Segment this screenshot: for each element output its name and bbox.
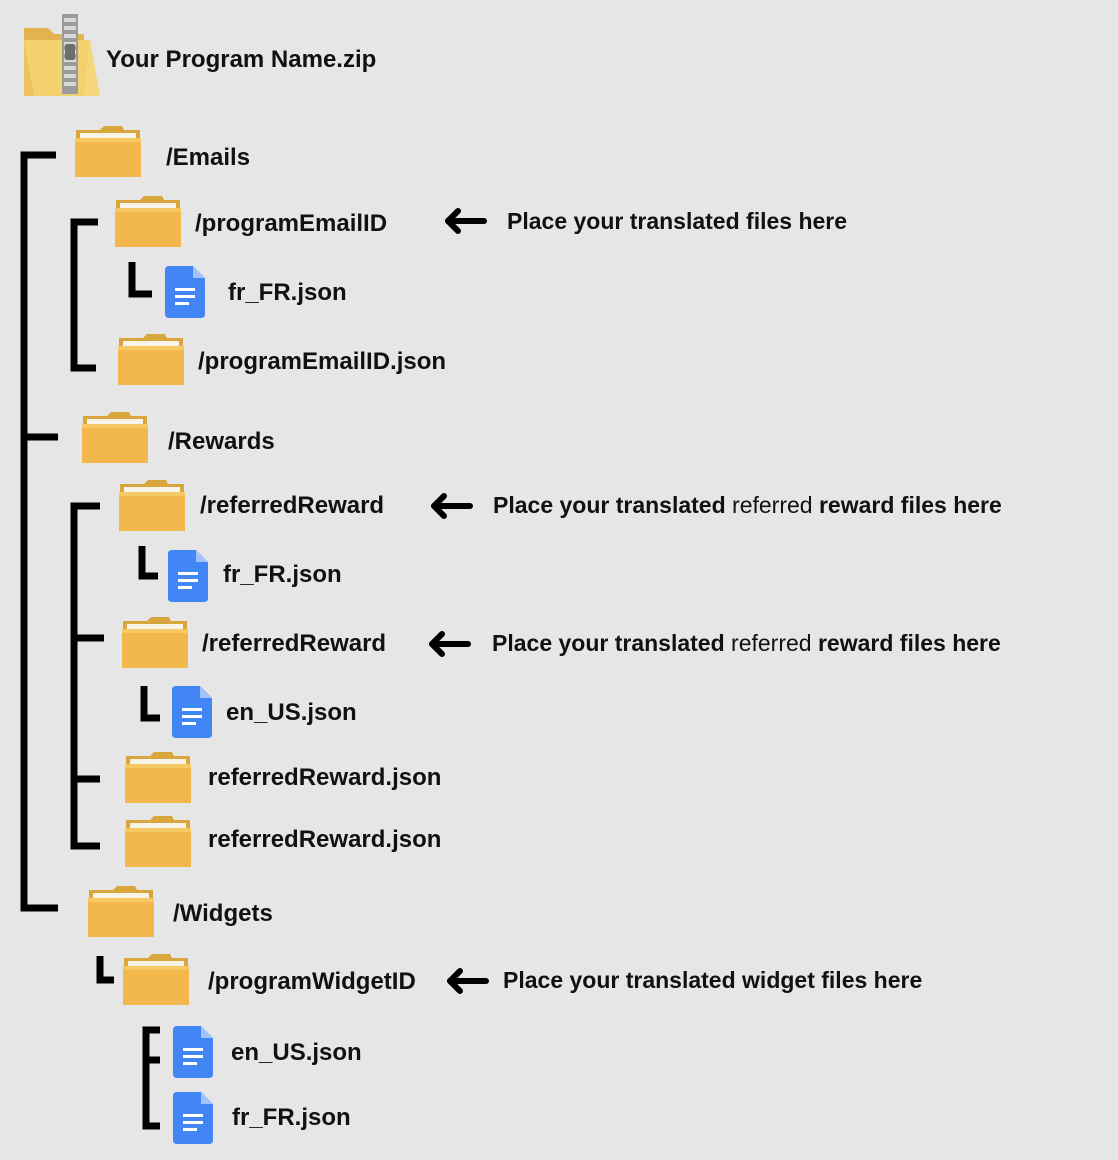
file-label-reward1-fr: fr_FR.json [223,561,342,588]
document-icon [173,1092,213,1144]
folder-icon [74,124,142,178]
folder-icon [122,952,190,1006]
note-emails: Place your translated files here [507,208,848,234]
file-label-email-fr: fr_FR.json [228,279,347,306]
arrow-left-icon [428,493,474,519]
folder-label-referred-reward-json-2: referredReward.json [208,826,442,853]
file-label-widget-fr: fr_FR.json [232,1104,351,1131]
document-icon [168,550,208,602]
file-label-widget-en: en_US.json [231,1039,362,1066]
folder-icon [118,478,186,532]
folder-icon [114,194,182,248]
note-referred-reward-1: Place your translated referred reward fi… [493,494,1002,517]
document-icon [165,266,205,318]
folder-label-program-widget-id: /programWidgetID [208,968,416,995]
folder-label-program-email-id-json: /programEmailID.json [198,348,447,375]
zip-folder-icon [20,10,104,105]
zip-name: Your Program Name.zip [106,46,377,73]
folder-icon [124,814,192,868]
folder-label-referred-reward-1: /referredReward [200,492,385,519]
note-mid: referred [732,492,813,518]
arrow-left-icon [442,208,488,234]
note-prefix: Place your translated [492,630,732,656]
folder-label-widgets: /Widgets [173,900,273,927]
arrow-left-icon [444,968,490,994]
folder-icon [81,410,149,464]
folder-label-referred-reward-json-1: referredReward.json [208,764,442,791]
note-prefix: Place your translated [493,492,733,518]
folder-icon [117,332,185,386]
folder-label-program-email-id: /programEmailID [195,210,388,237]
note-mid: referred [731,630,812,656]
note-suffix: reward files here [811,630,1001,656]
note-suffix: reward files here [812,492,1002,518]
document-icon [173,1026,213,1078]
document-icon [172,686,212,738]
folder-icon [124,750,192,804]
file-label-reward2-en: en_US.json [226,699,357,726]
note-referred-reward-2: Place your translated referred reward fi… [492,632,1001,655]
folder-label-referred-reward-2: /referredReward [202,630,387,657]
folder-icon [121,615,189,669]
arrow-left-icon [426,631,472,657]
folder-label-emails: /Emails [166,144,251,171]
folder-icon [87,884,155,938]
note-widgets: Place your translated widget files here [503,967,923,993]
folder-label-rewards: /Rewards [168,428,275,455]
